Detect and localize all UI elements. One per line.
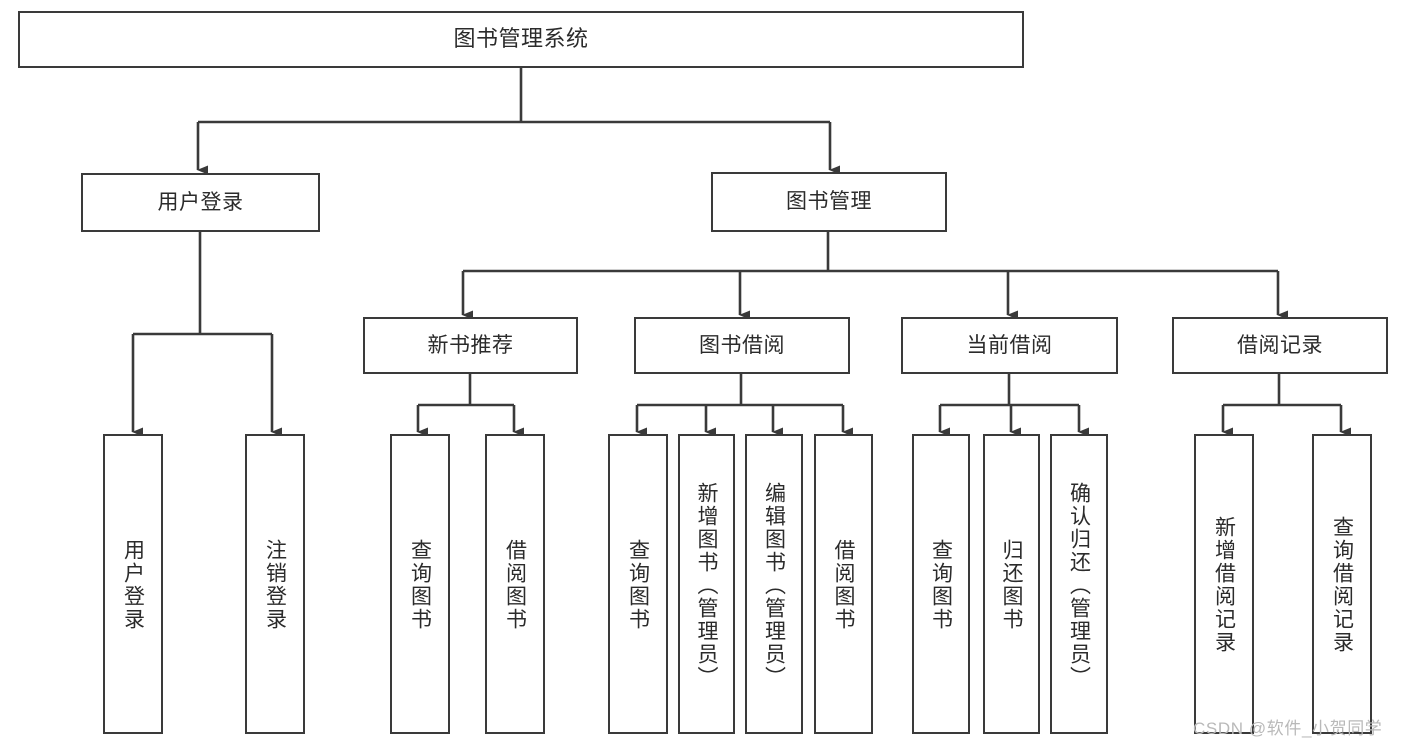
node-login[interactable]: 用户登录 xyxy=(81,173,320,232)
node-leaf-record-add[interactable]: 新增借阅记录 xyxy=(1194,434,1254,734)
node-label-leaf-record-query: 查询借阅记录 xyxy=(1330,516,1354,654)
node-leaf-borrow-edit[interactable]: 编辑图书（管理员） xyxy=(745,434,803,734)
node-label-leaf-borrow-edit: 编辑图书（管理员） xyxy=(762,481,786,689)
node-leaf-new-borrow[interactable]: 借阅图书 xyxy=(485,434,545,734)
node-newbook[interactable]: 新书推荐 xyxy=(363,317,578,374)
node-label-bookmgmt: 图书管理 xyxy=(786,190,872,214)
node-label-leaf-user-logout: 注销登录 xyxy=(263,539,287,631)
node-leaf-current-return[interactable]: 归还图书 xyxy=(983,434,1040,734)
node-leaf-borrow-add[interactable]: 新增图书（管理员） xyxy=(678,434,735,734)
node-leaf-record-query[interactable]: 查询借阅记录 xyxy=(1312,434,1372,734)
node-label-records: 借阅记录 xyxy=(1237,333,1323,357)
node-label-newbook: 新书推荐 xyxy=(427,333,514,357)
node-records[interactable]: 借阅记录 xyxy=(1172,317,1388,374)
node-label-login: 用户登录 xyxy=(157,190,244,214)
node-leaf-current-query[interactable]: 查询图书 xyxy=(912,434,970,734)
node-leaf-borrow-lend[interactable]: 借阅图书 xyxy=(814,434,873,734)
node-label-leaf-current-confirm: 确认归还（管理员） xyxy=(1067,481,1091,689)
node-label-leaf-record-add: 新增借阅记录 xyxy=(1212,516,1236,654)
node-label-leaf-new-query: 查询图书 xyxy=(408,539,432,631)
node-root[interactable]: 图书管理系统 xyxy=(18,11,1024,68)
node-label-root: 图书管理系统 xyxy=(453,26,589,52)
node-borrow[interactable]: 图书借阅 xyxy=(634,317,850,374)
node-label-leaf-current-query: 查询图书 xyxy=(929,539,953,631)
node-leaf-current-confirm[interactable]: 确认归还（管理员） xyxy=(1050,434,1108,734)
node-bookmgmt[interactable]: 图书管理 xyxy=(711,172,947,232)
node-current[interactable]: 当前借阅 xyxy=(901,317,1118,374)
node-label-borrow: 图书借阅 xyxy=(699,333,785,357)
node-label-leaf-user-login: 用户登录 xyxy=(121,539,145,631)
node-label-leaf-borrow-query: 查询图书 xyxy=(626,539,650,631)
node-leaf-user-logout[interactable]: 注销登录 xyxy=(245,434,305,734)
node-label-leaf-new-borrow: 借阅图书 xyxy=(503,539,527,631)
node-leaf-borrow-query[interactable]: 查询图书 xyxy=(608,434,668,734)
node-label-current: 当前借阅 xyxy=(966,333,1053,357)
node-leaf-user-login[interactable]: 用户登录 xyxy=(103,434,163,734)
node-label-leaf-borrow-lend: 借阅图书 xyxy=(832,539,856,631)
node-label-leaf-borrow-add: 新增图书（管理员） xyxy=(695,481,719,689)
node-label-leaf-current-return: 归还图书 xyxy=(1000,539,1024,631)
connector-lines xyxy=(131,68,1351,437)
node-leaf-new-query[interactable]: 查询图书 xyxy=(390,434,450,734)
csdn-watermark: CSDN @软件_小贺同学 xyxy=(1193,719,1383,738)
